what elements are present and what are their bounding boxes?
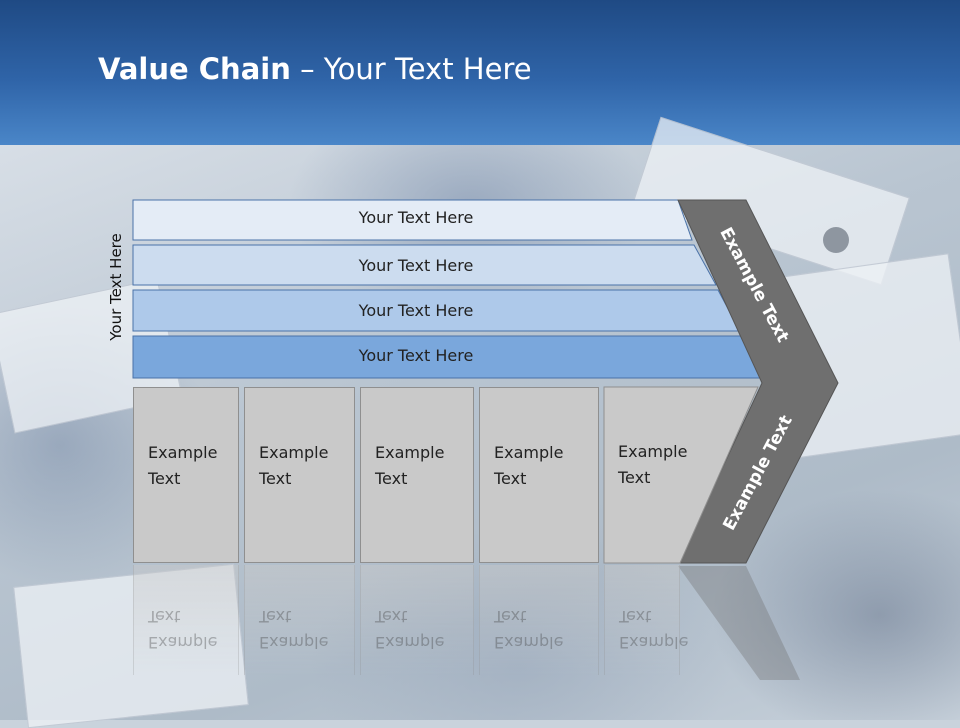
- primary-activity-4: Example Text: [479, 387, 599, 563]
- support-bar-shape-1: [132, 199, 693, 241]
- primary-activity-3: Example Text: [360, 387, 474, 563]
- activity-reflection-1: Example Text: [133, 565, 239, 675]
- primary-activity-5: Example Text: [604, 387, 687, 563]
- activity-shape-5: [603, 386, 759, 564]
- title-bold: Value Chain: [98, 52, 291, 86]
- activity-reflection-3: Example Text: [360, 565, 474, 675]
- support-bar-label-2: Your Text Here: [358, 256, 474, 275]
- support-bar-label-3: Your Text Here: [358, 301, 474, 320]
- primary-activity-label-5: Example Text: [618, 442, 688, 487]
- reflection-text-3: Example Text: [375, 607, 445, 652]
- activity-reflection-4: Example Text: [479, 565, 599, 675]
- reflection-text-4: Example Text: [494, 607, 564, 652]
- activity-reflection-5: Example Text: [604, 565, 688, 675]
- primary-activity-label-3: Example Text: [375, 443, 445, 488]
- header-band: [0, 0, 960, 145]
- primary-activity-2: Example Text: [244, 387, 355, 563]
- photo-hole-punch: [823, 227, 849, 253]
- reflection-text-1: Example Text: [148, 607, 218, 652]
- title-rest: – Your Text Here: [290, 52, 532, 86]
- support-bar-shape-2: [132, 244, 717, 286]
- margin-chevron-reflection: [678, 566, 800, 680]
- primary-activity-1: Example Text: [133, 387, 239, 563]
- support-bar-label-4: Your Text Here: [358, 346, 474, 365]
- margin-chevron: [677, 199, 839, 564]
- reflection-text-5: Example Text: [619, 607, 689, 652]
- activity-reflection-2: Example Text: [244, 565, 355, 675]
- support-activities-label: Your Text Here: [107, 233, 125, 341]
- reflection-text-2: Example Text: [259, 607, 329, 652]
- slide-title: Value Chain – Your Text Here: [98, 52, 532, 86]
- support-bar-label-1: Your Text Here: [358, 208, 474, 227]
- primary-activity-label-2: Example Text: [259, 443, 329, 488]
- primary-activity-label-1: Example Text: [148, 443, 218, 488]
- primary-activity-label-4: Example Text: [494, 443, 564, 488]
